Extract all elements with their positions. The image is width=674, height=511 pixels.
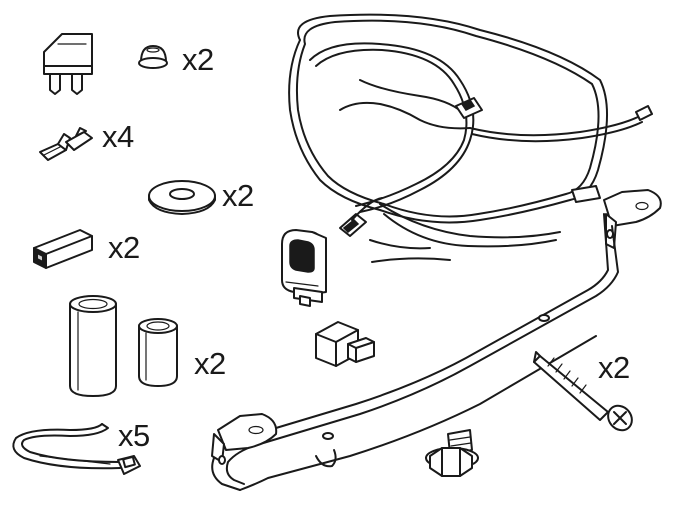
cap-quantity-label: x2 xyxy=(182,42,214,77)
relay xyxy=(315,321,375,367)
spacer-tube-long xyxy=(69,295,117,397)
washer-quantity-label: x2 xyxy=(222,178,254,213)
flange-bolt xyxy=(425,429,479,477)
flat-washer xyxy=(148,180,216,215)
rocker-switch xyxy=(281,229,327,307)
rubber-cap xyxy=(138,45,168,69)
blade-fuse xyxy=(43,33,93,95)
mounting-bracket xyxy=(211,189,662,491)
wood-screw xyxy=(533,351,633,432)
terminal-quantity-label: x4 xyxy=(102,119,134,154)
tubes-quantity-label: x2 xyxy=(194,346,226,381)
block-quantity-label: x2 xyxy=(108,230,140,265)
connector-block xyxy=(33,229,93,269)
screw-quantity-label: x2 xyxy=(598,350,630,385)
tie-quantity-label: x5 xyxy=(118,418,150,453)
spacer-tube-short xyxy=(138,318,178,387)
wire-terminal xyxy=(39,127,93,161)
wiring-harness xyxy=(288,13,653,263)
cable-tie xyxy=(12,423,141,475)
